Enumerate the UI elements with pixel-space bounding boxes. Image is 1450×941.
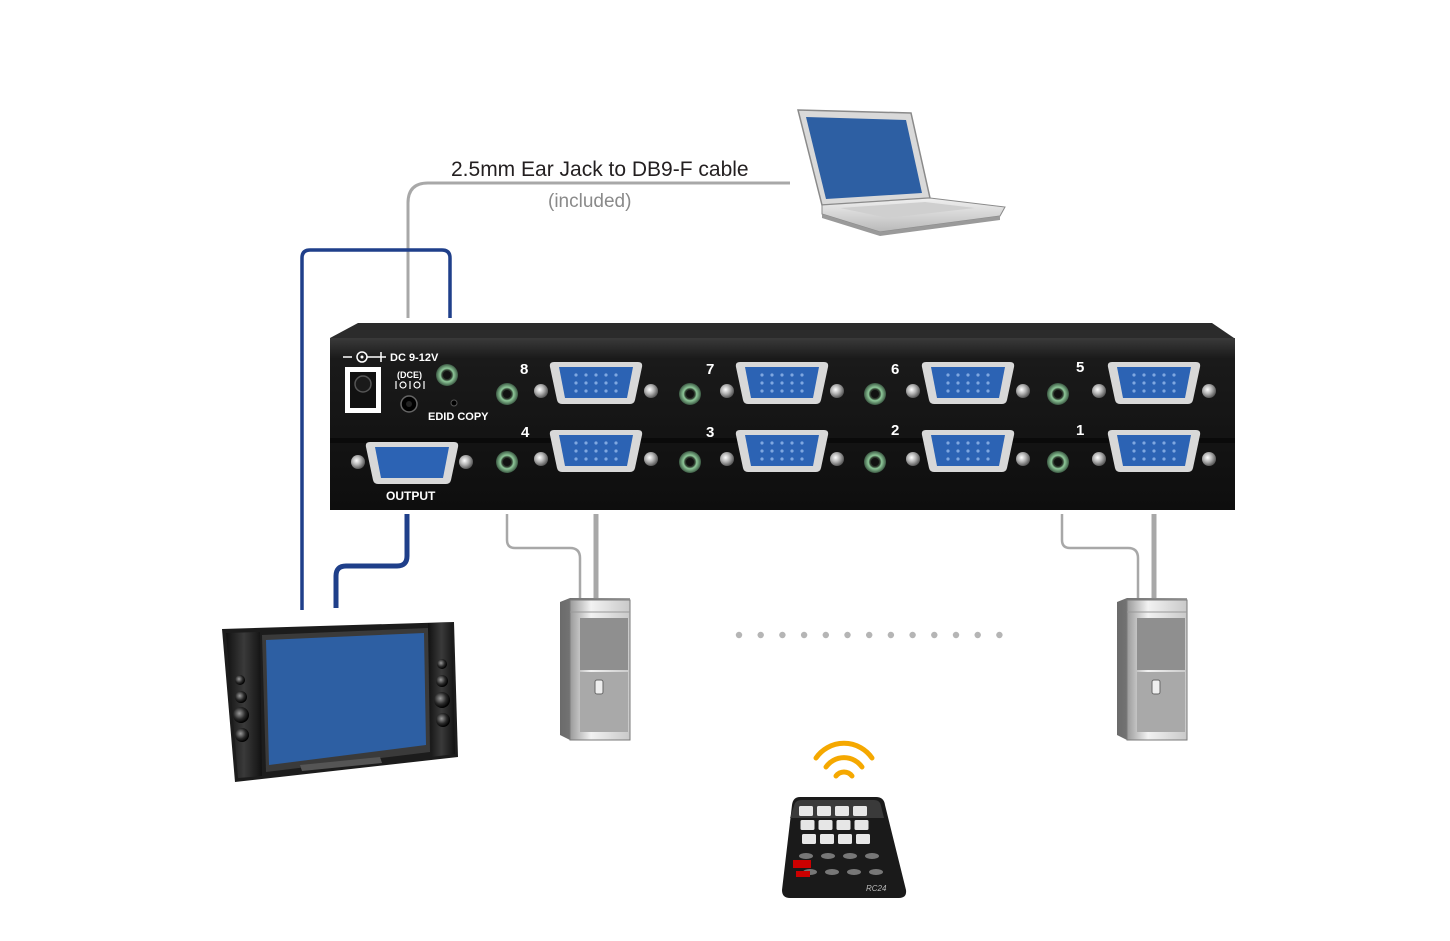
remote-key: [820, 834, 834, 844]
serial-cable: [406, 181, 790, 318]
laptop-image: [797, 109, 1006, 236]
vga-port-6: [906, 362, 1030, 404]
edid-copy-label: EDID COPY: [428, 411, 489, 423]
power-label: DC 9-12V: [390, 352, 439, 364]
remote-key: [843, 853, 857, 859]
audio-jack-7: [679, 383, 701, 405]
remote-key: [847, 869, 861, 875]
remote-key: [799, 806, 813, 816]
remote-key: [799, 853, 813, 859]
vga-port-8: [534, 362, 658, 404]
dce-pinout-icon: [395, 381, 425, 389]
vga-cable-to-tv-left: [300, 248, 452, 610]
remote-key: [835, 806, 849, 816]
remote-key: [854, 820, 869, 830]
port-group-8: [496, 362, 658, 405]
audio-jack-1: [1047, 451, 1069, 473]
edid-copy-button: [450, 399, 458, 407]
port-number-1: 1: [1076, 422, 1084, 439]
remote-key: [825, 869, 839, 875]
port-group-4: [496, 430, 658, 473]
power-polarity-icon: [343, 351, 386, 363]
audio-jack-3: [679, 451, 701, 473]
vga-port-3: [720, 430, 844, 472]
dce-label: (DCE): [397, 370, 422, 380]
monitor-image: [222, 622, 458, 782]
power-jack: [345, 367, 381, 413]
vga-port-2: [906, 430, 1030, 472]
dce-serial-jack: [400, 395, 418, 413]
port-group-7: [679, 362, 844, 405]
port-group-5: [1047, 362, 1216, 405]
vga-port-4: [534, 430, 658, 472]
port-number-5: 5: [1076, 359, 1084, 376]
computer-tower-right: [1117, 598, 1188, 741]
more-computers-ellipsis: [735, 631, 1003, 639]
remote-model-label: RC24: [866, 884, 887, 893]
port-number-4: 4: [521, 424, 530, 441]
audio-jack-5: [1047, 383, 1069, 405]
pc-left-audio-cable: [505, 514, 582, 600]
port-group-1: [1047, 430, 1216, 473]
port-group-6: [864, 362, 1030, 405]
port-group-2: [864, 430, 1030, 473]
remote-key: [800, 820, 815, 830]
port-number-3: 3: [706, 424, 714, 441]
port-number-2: 2: [891, 422, 899, 439]
remote-key: [802, 834, 816, 844]
cable-label: 2.5mm Ear Jack to DB9-F cable: [451, 158, 749, 181]
vga-port-5: [1092, 362, 1216, 404]
signal-waves-icon: [813, 740, 875, 779]
computer-tower-left: [560, 598, 631, 741]
pc-right-audio-cable: [1060, 514, 1140, 600]
port-number-8: 8: [520, 361, 528, 378]
remote-key: [869, 869, 883, 875]
remote-key: [821, 853, 835, 859]
vga-port-7: [720, 362, 844, 404]
vga-port-1: [1092, 430, 1216, 472]
remote-key: [856, 834, 870, 844]
remote-key: [838, 834, 852, 844]
vga-output-cable: [333, 514, 410, 608]
audio-jack-2: [864, 451, 886, 473]
remote-key: [865, 853, 879, 859]
port-number-6: 6: [891, 361, 899, 378]
remote-key: [818, 820, 833, 830]
vga-output-port: [351, 442, 473, 484]
audio-jack-4: [496, 451, 518, 473]
audio-jack-6: [864, 383, 886, 405]
remote-key: [836, 820, 851, 830]
remote-key: [817, 806, 831, 816]
port-group-3: [679, 430, 844, 473]
output-label: OUTPUT: [386, 489, 436, 503]
port-number-7: 7: [706, 361, 714, 378]
remote-key: [853, 806, 867, 816]
kvm-switch: DC 9-12V (DCE) EDID COPY OUTPUT: [330, 323, 1235, 510]
audio-jack-8: [496, 383, 518, 405]
edid-copy-jack: [436, 364, 458, 386]
cable-note: (included): [548, 191, 631, 212]
remote-control: RC24: [782, 797, 907, 898]
